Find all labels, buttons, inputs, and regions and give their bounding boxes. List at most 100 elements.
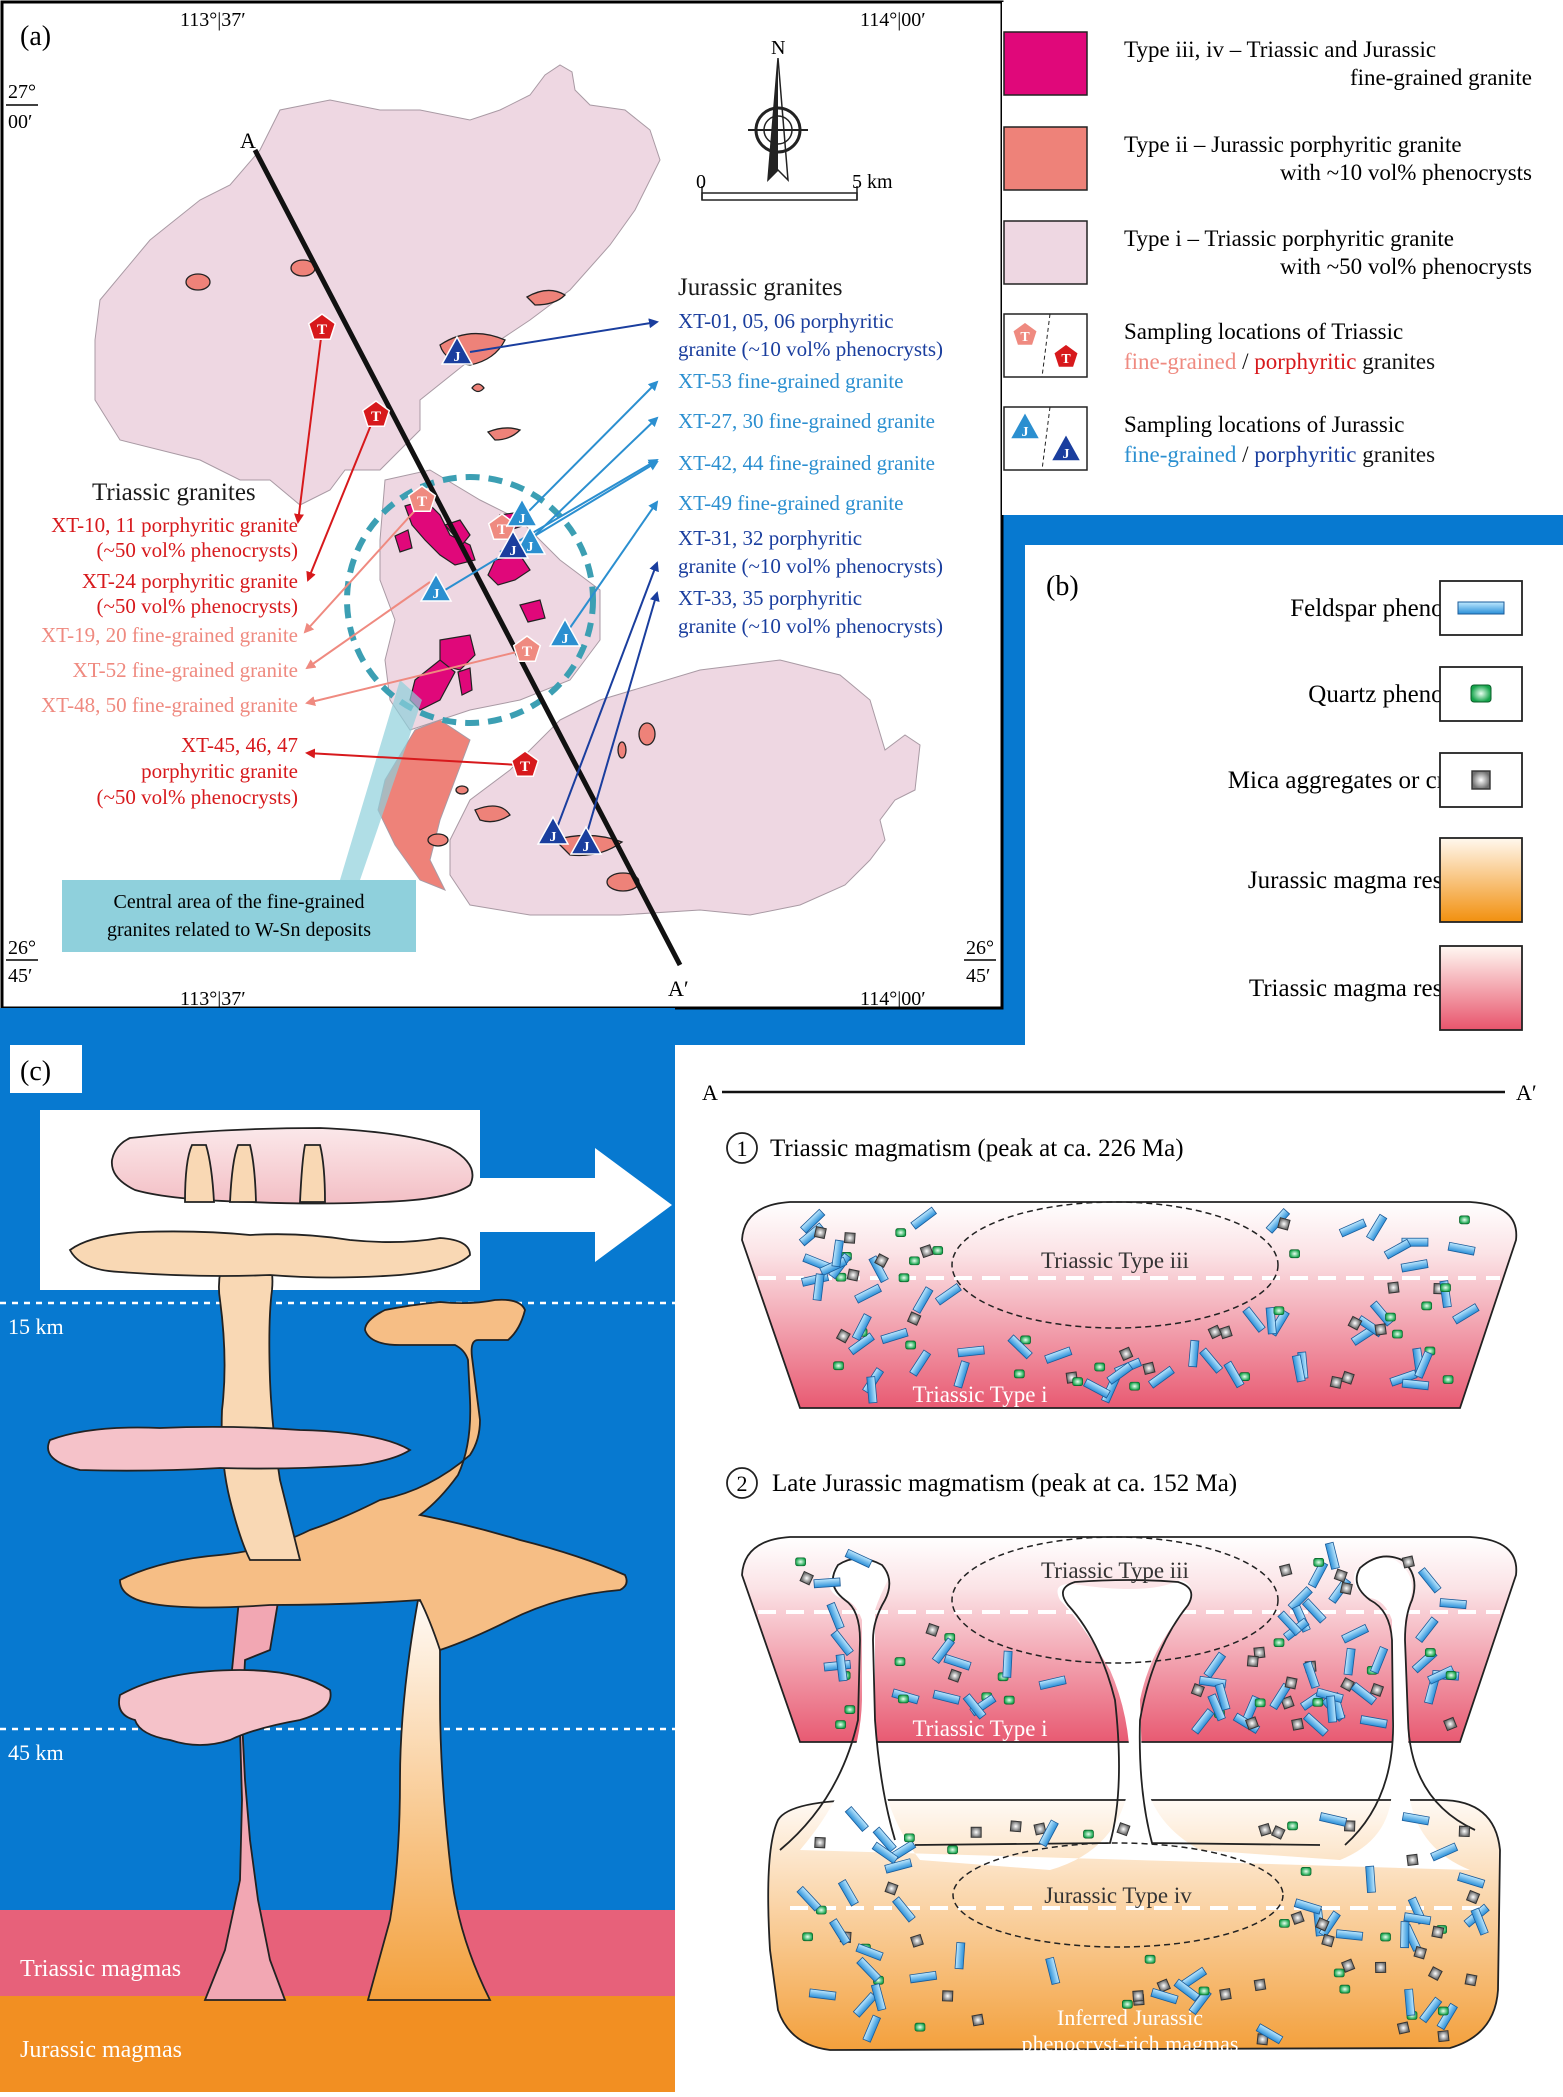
legend-b-item-2: Quartz phenocrysts xyxy=(1308,666,1523,722)
mica-crystal xyxy=(925,1622,940,1637)
feldspar-crystal xyxy=(1365,1213,1388,1242)
triassic-labels: XT-10, 11 porphyritic granite(~50 vol% p… xyxy=(41,513,298,809)
feldspar-crystal xyxy=(1338,1218,1367,1238)
mica-crystal xyxy=(1340,1958,1356,1973)
panel-b-label: (b) xyxy=(1046,571,1079,602)
jurassic-label-4: XT-42, 44 fine-grained granite xyxy=(678,451,935,475)
feldspar-crystal xyxy=(1191,1708,1215,1735)
feldspar-crystal xyxy=(1038,1675,1067,1691)
lon-bottom-right: 114°|00′ xyxy=(860,988,926,1010)
mica-crystal xyxy=(1116,1822,1131,1837)
legend-a-text-5-line2: fine-grained / porphyritic granites xyxy=(1124,442,1435,467)
feldspar-crystal xyxy=(1439,1598,1467,1610)
quartz-crystal xyxy=(1459,1215,1470,1225)
sample-arrows xyxy=(294,318,660,841)
quartz-crystal xyxy=(914,2022,926,2032)
quartz-crystal xyxy=(1385,1312,1396,1322)
section-a-label: A xyxy=(702,1080,718,1105)
svg-text:T: T xyxy=(1020,330,1030,345)
mica-crystal xyxy=(941,1990,954,2002)
mica-crystal xyxy=(1033,1822,1047,1836)
feldspar-crystal xyxy=(1255,2023,1284,2045)
feldspar-crystal xyxy=(1038,1819,1059,1848)
feldspar-crystal xyxy=(1414,1350,1433,1379)
jurassic-sample-marker: J xyxy=(496,529,530,559)
quartz-crystal xyxy=(898,1273,910,1283)
feldspar-crystal xyxy=(868,1255,889,1284)
feldspar-crystal xyxy=(1417,1567,1442,1594)
triassic-sample-marker: T xyxy=(307,313,337,341)
mica-crystal xyxy=(1315,1917,1330,1932)
feldspar-crystal xyxy=(870,1983,887,2012)
scale-bar xyxy=(701,186,858,201)
mica-crystal xyxy=(884,1881,899,1896)
mica-crystal xyxy=(1396,2021,1411,2035)
jurassic-label-7-line2: granite (~10 vol% phenocrysts) xyxy=(678,614,943,638)
feldspar-crystal xyxy=(1400,1921,1410,1949)
feldspar-crystal xyxy=(851,1313,872,1342)
feldspar-crystal xyxy=(1277,1610,1303,1637)
mica-crystal xyxy=(1156,1978,1171,1993)
feldspar-crystal xyxy=(1173,1978,1201,2002)
mica-crystal xyxy=(1280,1695,1295,1710)
mica-crystal xyxy=(1347,1315,1363,1331)
mica-crystal xyxy=(1340,1677,1355,1692)
lat-bottom-left-deg: 26° xyxy=(8,937,36,959)
quartz-crystal xyxy=(1003,1695,1015,1705)
quartz-crystal xyxy=(795,1557,806,1567)
legend-a-swatch-3 xyxy=(1003,220,1088,285)
quartz-crystal xyxy=(835,1720,846,1729)
feldspar-crystal xyxy=(1452,1303,1480,1325)
feldspar-crystal xyxy=(1203,1651,1227,1679)
mica-crystal xyxy=(947,1668,962,1683)
triassic-label-1-line2: (~50 vol% phenocrysts) xyxy=(97,538,299,562)
jurassic-type-iv-label: Jurassic Type iv xyxy=(1044,1883,1192,1908)
central-area-line2: granites related to W-Sn deposits xyxy=(107,919,371,941)
stage-1-triassic-type-i: Triassic Type i xyxy=(912,1382,1047,1407)
feldspar-crystal xyxy=(835,1653,848,1682)
feldspar-crystal xyxy=(1369,1646,1389,1675)
quartz-icon xyxy=(1470,684,1492,703)
mica-crystal xyxy=(1443,1716,1458,1732)
section-a-prime-label: A′ xyxy=(1516,1080,1537,1105)
triassic-type-iii-zone-1 xyxy=(951,1201,1279,1329)
stage-1-triassic-type-iii: Triassic Type iii xyxy=(1041,1248,1189,1273)
feldspar-crystal xyxy=(872,1826,897,1853)
feldspar-crystal xyxy=(1415,1616,1439,1643)
feldspar-crystal xyxy=(1359,1715,1388,1729)
feldspar-crystal xyxy=(837,1878,859,1907)
feldspar-crystal xyxy=(1293,1898,1322,1915)
quartz-crystal xyxy=(1313,1558,1325,1567)
panel-a-label: (a) xyxy=(20,21,51,52)
feldspar-crystal xyxy=(1302,1712,1329,1737)
feldspar-crystal xyxy=(943,1653,972,1671)
quartz-crystal xyxy=(1339,1984,1351,1994)
mica-crystal xyxy=(919,1244,934,1259)
feldspar-crystal xyxy=(855,1943,884,1962)
feldspar-crystal xyxy=(1106,1361,1134,1385)
quartz-crystal xyxy=(1333,1968,1345,1978)
jurassic-sample-marker: J xyxy=(536,815,570,845)
feldspar-crystal xyxy=(1214,1682,1231,1712)
feldspar-crystal xyxy=(1447,1241,1476,1256)
legend-b-item-5: Triassic magma reservoir xyxy=(1249,945,1523,1031)
feldspar-crystal xyxy=(1150,1988,1179,2005)
legend-a-text-2: Type ii – Jurassic porphyritic granite xyxy=(1124,132,1462,157)
feldspar-crystal xyxy=(866,1376,878,1404)
legend-b-item-1: Feldspar phenocrysts xyxy=(1290,580,1523,636)
quartz-crystal xyxy=(1273,1638,1285,1648)
svg-text:J: J xyxy=(562,632,569,647)
feldspar-crystal xyxy=(1365,1865,1376,1893)
quartz-crystal xyxy=(1083,1829,1094,1839)
quartz-crystal xyxy=(1254,1698,1266,1708)
feldspar-crystal xyxy=(909,1970,938,1984)
mica-crystal xyxy=(874,1253,889,1268)
quartz-crystal xyxy=(1198,1986,1210,1996)
scale-end: 5 km xyxy=(852,171,893,193)
mica-crystal xyxy=(1387,1281,1400,1294)
central-area-circle xyxy=(344,474,596,726)
